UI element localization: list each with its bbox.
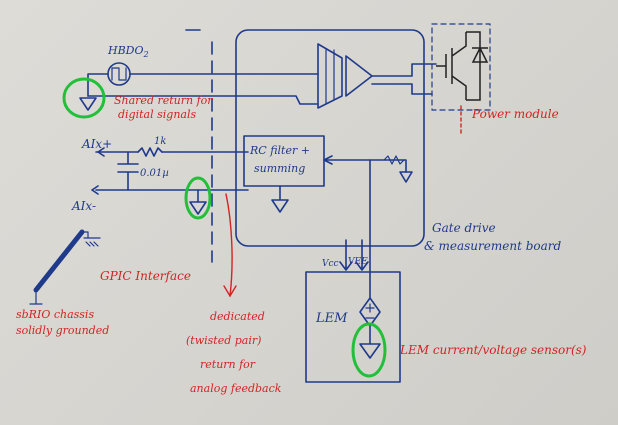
ground-icon-lem: [359, 325, 381, 359]
sbrio-chassis-bar: [33, 229, 85, 293]
gpic-interface-label: GPIC Interface: [100, 269, 191, 283]
power-module-box: [431, 23, 491, 111]
aix-minus-arrow: [91, 185, 99, 195]
shared-return-label-2: digital signals: [118, 108, 196, 121]
ground-icon-burden: [399, 171, 413, 183]
dedicated-label-4: analog feedback: [190, 382, 282, 395]
lem-sensors-label: LEM current/voltage sensor(s): [399, 343, 587, 357]
capacitor-label: 0.01µ: [140, 168, 169, 179]
aix-minus-label: AIx-: [71, 199, 96, 213]
rc-filter-box: [243, 135, 325, 187]
ground-icon-digital: [79, 97, 97, 111]
isolator-barrier: [325, 49, 335, 105]
highlight-lem-return: [351, 322, 387, 378]
lem-label: LEM: [315, 311, 348, 326]
rc-filter-label: RC filter +: [249, 144, 310, 157]
chassis-earth-icon: [29, 289, 43, 305]
highlight-digital-return: [62, 77, 106, 119]
gate-drive-label: Gate drive: [432, 221, 496, 235]
vee-wire: [355, 239, 369, 271]
dedicated-label: dedicated: [210, 310, 265, 323]
capacitor-0.01u: [117, 151, 139, 191]
vee-label: VEE: [348, 257, 368, 267]
hbdo-label: HBDO2: [107, 44, 149, 59]
pulse-waveform-icon: [111, 67, 127, 81]
burden-resistor: [383, 155, 405, 165]
digital-return-wire: [87, 73, 109, 97]
emitter-wire: [371, 83, 433, 95]
source-polarity-marks: [365, 303, 375, 319]
diode-symbol: [466, 31, 489, 101]
shared-return-wire: [87, 95, 319, 105]
lem-sensor-box: [305, 271, 401, 383]
summing-label: summing: [254, 162, 305, 175]
sbrio-label: sbRIO chassis: [16, 308, 94, 321]
aix-plus-label: AIx+: [81, 137, 112, 151]
dedicated-label-3: return for: [200, 358, 256, 371]
power-module-label: Power module: [471, 107, 559, 121]
igbt-symbol: [436, 32, 467, 100]
gate-output-wire: [371, 63, 437, 77]
resistor-label: 1k: [154, 136, 166, 147]
chassis-ground-icon: [81, 231, 101, 247]
sbrio-label-2: solidly grounded: [16, 324, 109, 337]
highlight-analog-return: [184, 176, 212, 220]
dedicated-label-2: (twisted pair): [186, 334, 261, 347]
resistor-1k: [137, 147, 163, 157]
shared-return-label: Shared return for: [114, 94, 213, 107]
ground-icon-filter: [271, 185, 289, 213]
dedicated-return-arrow: [225, 193, 233, 297]
vcc-label: Vcc: [322, 259, 339, 269]
aix-plus-arrow: [97, 147, 105, 157]
dedicated-return-arrowhead: [223, 285, 237, 298]
measurement-board-label: & measurement board: [424, 239, 561, 253]
driver-buffer: [345, 55, 373, 97]
feedback-arrow: [323, 155, 333, 165]
ground-icon-analog: [189, 189, 207, 215]
vcc-wire: [339, 239, 353, 271]
gate-drive-board: [235, 29, 425, 247]
feedback-wire: [323, 159, 407, 173]
